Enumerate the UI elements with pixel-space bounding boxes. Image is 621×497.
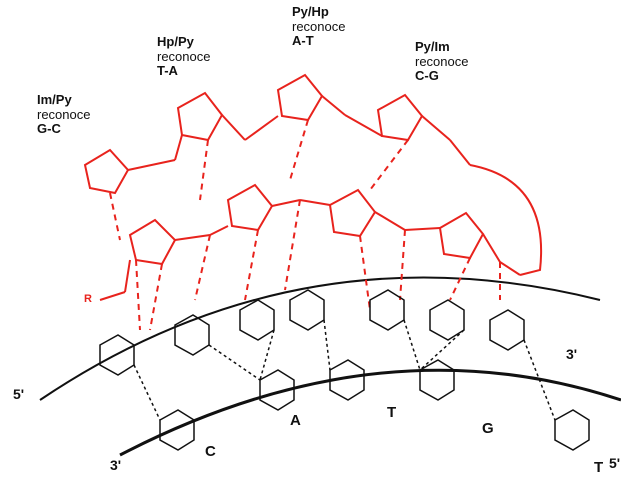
label-hp-py-pair: Hp/Py xyxy=(157,34,194,49)
imidazole-ring-2 xyxy=(438,211,485,260)
label-py-hp-verb: reconoce xyxy=(292,18,346,34)
label-py-im-bp: C-G xyxy=(415,68,439,84)
imidazole-ring-1 xyxy=(83,148,130,195)
dna-base-pairs xyxy=(99,289,590,451)
label-py-im-pair: Py/Im xyxy=(415,39,450,54)
label-hp-py-bp: T-A xyxy=(157,63,178,79)
pyrrole-ring-py-1 xyxy=(276,73,324,122)
label-im-py-verb: reconoce xyxy=(37,106,91,122)
label-hp-py-verb: reconoce xyxy=(157,48,211,64)
strand-end-top-left: 5' xyxy=(13,386,25,402)
strand-end-bottom-left: 3' xyxy=(110,457,122,473)
label-py-hp-pair: Py/Hp xyxy=(292,4,329,19)
base-letter-t-2: T xyxy=(594,459,604,476)
dna-strand-lower xyxy=(119,368,621,457)
base-letter-c: C xyxy=(205,443,216,460)
pyrrole-ring-py-4 xyxy=(226,183,274,232)
label-im-py-pair: Im/Py xyxy=(37,92,72,107)
dna-strand-upper xyxy=(39,276,601,401)
base-letter-t-1: T xyxy=(387,404,397,421)
label-im-py-bp: G-C xyxy=(37,121,61,137)
label-py-im-verb: reconoce xyxy=(415,53,469,69)
pyrrole-ring-py-2 xyxy=(376,93,424,142)
r-group-label: R xyxy=(84,293,92,305)
label-hp-py: Hp/Py reconoce T-A xyxy=(157,34,211,79)
label-im-py: Im/Py reconoce G-C xyxy=(37,92,91,137)
label-py-im: Py/Im reconoce C-G xyxy=(415,39,469,84)
label-py-hp: Py/Hp reconoce A-T xyxy=(292,4,346,49)
pyrrole-ring-py-3 xyxy=(128,218,177,266)
polyamide-molecule xyxy=(83,73,543,331)
base-letter-g: G xyxy=(482,420,494,437)
strand-end-top-right: 3' xyxy=(566,346,578,362)
strand-end-bottom-right: 5' xyxy=(609,455,621,471)
label-py-hp-bp: A-T xyxy=(292,33,314,49)
pyrrole-ring-hp-2 xyxy=(328,188,377,238)
base-letter-a: A xyxy=(290,412,301,429)
pyrrole-ring-hp xyxy=(176,91,224,142)
